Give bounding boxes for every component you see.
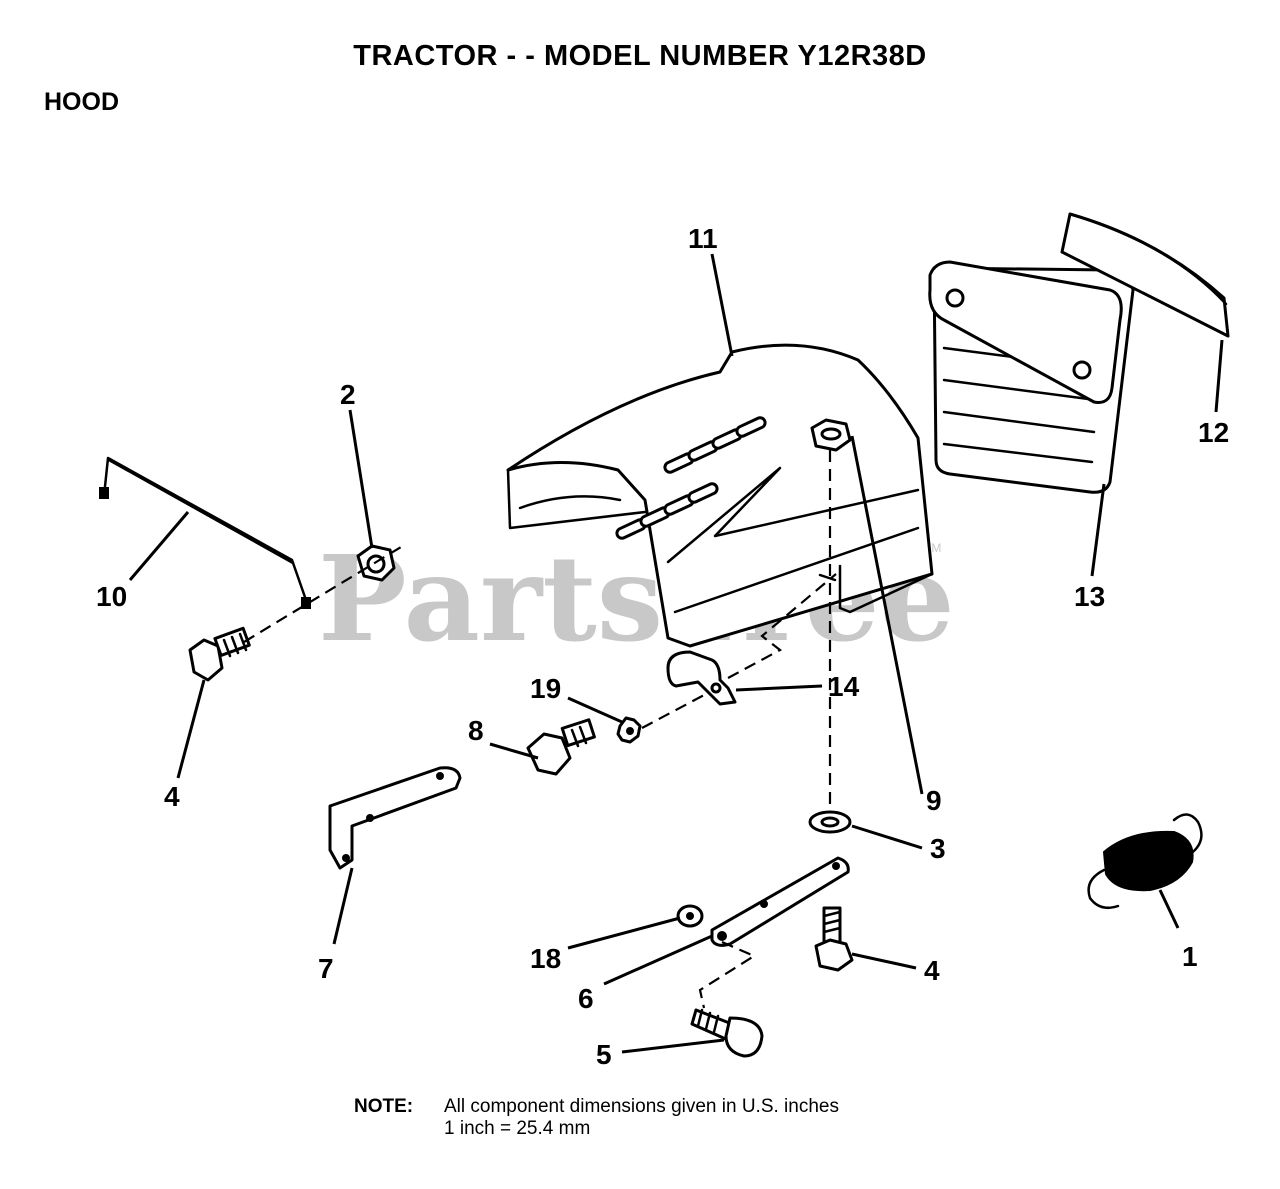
callout-19: 19: [530, 673, 561, 704]
callout-3: 3: [930, 833, 946, 864]
part-12-decal[interactable]: [1060, 212, 1230, 338]
part-3-washer[interactable]: [808, 810, 852, 834]
callout-11: 11: [688, 223, 718, 254]
callout-6: 6: [578, 983, 594, 1014]
part-4-bolt-upper[interactable]: [188, 626, 251, 682]
part-19-star-washer[interactable]: [616, 716, 642, 744]
part-13-grille[interactable]: [928, 260, 1135, 494]
note-text-1: All component dimensions given in U.S. i…: [444, 1096, 839, 1117]
part-6-strap[interactable]: [710, 856, 850, 947]
part-7-brace[interactable]: [328, 766, 462, 870]
callout-5: 5: [596, 1039, 612, 1070]
hood-vent-slots: [615, 416, 767, 540]
callout-4-upper: 4: [164, 781, 180, 812]
assembly-line-strap6-to-bolt5: [698, 940, 757, 1009]
leader-lines: [128, 253, 1224, 1054]
callout-2: 2: [340, 379, 356, 410]
note-text-2: 1 inch = 25.4 mm: [444, 1118, 591, 1139]
part-4-bolt-lower[interactable]: [814, 906, 854, 972]
part-9-nut[interactable]: [810, 418, 852, 452]
part-10-rod[interactable]: [99, 456, 311, 609]
callout-8: 8: [468, 715, 484, 746]
section-heading: HOOD: [44, 88, 119, 116]
callout-10: 10: [96, 581, 127, 612]
part-8-flange-bolt[interactable]: [526, 718, 596, 776]
part-18-flat-washer[interactable]: [676, 904, 704, 928]
callout-12: 12: [1198, 417, 1229, 448]
assembly-line-washer19-to-bracket14: [641, 693, 707, 729]
callout-18: 18: [530, 943, 561, 974]
callout-7: 7: [318, 953, 334, 984]
part-14-bracket[interactable]: [666, 650, 737, 706]
callout-4-lower: 4: [924, 955, 940, 986]
callout-14: 14: [828, 671, 860, 702]
note-line-1: NOTE: All component dimensions given in U…: [354, 1096, 839, 1118]
part-5-bolt[interactable]: [690, 1008, 764, 1058]
assembly-line-bolt4-to-nut2: [243, 543, 407, 643]
assembly-line-bracket14-to-hood: [727, 573, 837, 679]
note-block: NOTE: All component dimensions given in U…: [354, 1096, 839, 1140]
callout-9: 9: [926, 785, 942, 816]
note-label: NOTE:: [354, 1096, 414, 1117]
diagram-title: TRACTOR - - MODEL NUMBER Y12R38D: [353, 40, 927, 72]
callout-1: 1: [1182, 941, 1198, 972]
callout-13: 13: [1074, 581, 1105, 612]
part-1-spring[interactable]: [1087, 813, 1203, 909]
